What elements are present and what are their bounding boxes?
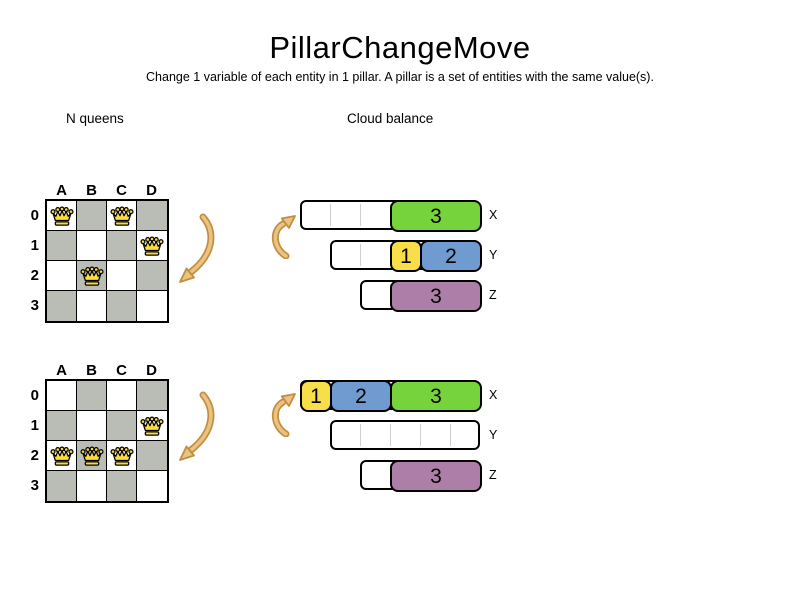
board-cell bbox=[47, 231, 77, 261]
page-title: PillarChangeMove bbox=[269, 30, 531, 65]
column-header: B bbox=[86, 182, 98, 199]
cell-divider bbox=[390, 424, 391, 446]
column-header: A bbox=[56, 362, 68, 379]
row-label: 1 bbox=[30, 237, 39, 254]
bar-label-y: Y bbox=[489, 248, 498, 262]
section-label-n-queens: N queens bbox=[66, 111, 124, 126]
process-block-3: 3 bbox=[390, 280, 482, 312]
row-label: 3 bbox=[30, 477, 39, 494]
bar-label-x: X bbox=[489, 388, 498, 402]
board-cell bbox=[47, 201, 77, 231]
board-cell bbox=[77, 381, 107, 411]
chessboard-before: A B C D 0 1 2 3 bbox=[31, 182, 169, 323]
board-cell bbox=[137, 201, 167, 231]
row-label: 2 bbox=[30, 447, 39, 464]
board-cell bbox=[47, 471, 77, 501]
row-label: 2 bbox=[30, 267, 39, 284]
process-block-3: 3 bbox=[390, 200, 482, 232]
board-cell bbox=[107, 291, 137, 321]
board-cell bbox=[107, 381, 137, 411]
cell-divider bbox=[450, 424, 451, 446]
cell-divider bbox=[360, 204, 361, 226]
row-label: 1 bbox=[30, 417, 39, 434]
capacity-bar-y-after bbox=[330, 420, 480, 450]
curved-arrow-down-icon bbox=[179, 213, 215, 283]
board-cell bbox=[77, 411, 107, 441]
board-cell bbox=[137, 261, 167, 291]
board-cell bbox=[47, 291, 77, 321]
section-label-cloud-balance: Cloud balance bbox=[347, 111, 434, 126]
cell-divider bbox=[360, 244, 361, 266]
board-cell bbox=[107, 441, 137, 471]
row-label: 0 bbox=[30, 207, 39, 224]
capacity-bar-z-after: 3 bbox=[360, 460, 482, 492]
process-block-1: 1 bbox=[300, 380, 332, 412]
board-cell bbox=[137, 471, 167, 501]
process-block-2: 2 bbox=[420, 240, 482, 272]
curved-arrow-down-icon bbox=[179, 391, 215, 461]
column-header: C bbox=[116, 182, 128, 199]
board-cell bbox=[107, 201, 137, 231]
bar-label-y: Y bbox=[489, 428, 498, 442]
board-cell bbox=[107, 231, 137, 261]
bar-label-z: Z bbox=[489, 468, 497, 482]
board-cell bbox=[47, 381, 77, 411]
curved-arrow-up-icon bbox=[272, 215, 296, 259]
bar-label-x: X bbox=[489, 208, 498, 222]
column-header: C bbox=[116, 362, 128, 379]
cell-divider bbox=[420, 424, 421, 446]
board-cell bbox=[77, 231, 107, 261]
board-cell bbox=[107, 411, 137, 441]
bar-label-z: Z bbox=[489, 288, 497, 302]
row-label: 0 bbox=[30, 387, 39, 404]
board-cell bbox=[77, 471, 107, 501]
column-header: A bbox=[56, 182, 68, 199]
chessboard-after: A B C D 0 1 2 3 bbox=[31, 362, 169, 503]
row-label: 3 bbox=[30, 297, 39, 314]
board-cell bbox=[47, 441, 77, 471]
board-cell bbox=[137, 441, 167, 471]
board-cell bbox=[107, 471, 137, 501]
capacity-bar-z-before: 3 bbox=[360, 280, 482, 312]
page-subtitle: Change 1 variable of each entity in 1 pi… bbox=[146, 70, 654, 84]
board-cell bbox=[77, 291, 107, 321]
board-cell bbox=[47, 261, 77, 291]
process-block-1: 1 bbox=[390, 240, 422, 272]
board-cell bbox=[77, 441, 107, 471]
process-block-3: 3 bbox=[390, 460, 482, 492]
process-block-3: 3 bbox=[390, 380, 482, 412]
board-cell bbox=[47, 411, 77, 441]
board-cell bbox=[137, 231, 167, 261]
column-header: B bbox=[86, 362, 98, 379]
cell-divider bbox=[360, 424, 361, 446]
board-cell bbox=[77, 261, 107, 291]
curved-arrow-up-icon bbox=[272, 393, 296, 437]
column-header: D bbox=[146, 362, 158, 379]
board-cell bbox=[137, 291, 167, 321]
board-cell bbox=[77, 201, 107, 231]
cell-divider bbox=[330, 204, 331, 226]
board-cell bbox=[107, 261, 137, 291]
column-header: D bbox=[146, 182, 158, 199]
capacity-bar-x-before: 3 bbox=[300, 200, 482, 232]
board-cell bbox=[137, 411, 167, 441]
board-cell bbox=[137, 381, 167, 411]
process-block-2: 2 bbox=[330, 380, 392, 412]
